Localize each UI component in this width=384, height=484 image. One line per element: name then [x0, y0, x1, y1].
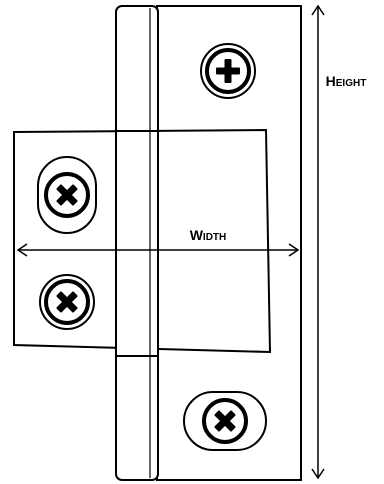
- height-label: Height: [326, 73, 367, 89]
- width-label: Width: [190, 227, 227, 243]
- phillips-screw-icon: [39, 274, 95, 330]
- phillips-screw-icon: [37, 156, 97, 234]
- height-dimension-arrow: [311, 4, 325, 480]
- width-dimension-arrow: [16, 243, 300, 257]
- hinge-knuckle: [115, 5, 159, 481]
- phillips-screw-icon: [200, 43, 256, 99]
- phillips-screw-icon: [183, 391, 267, 451]
